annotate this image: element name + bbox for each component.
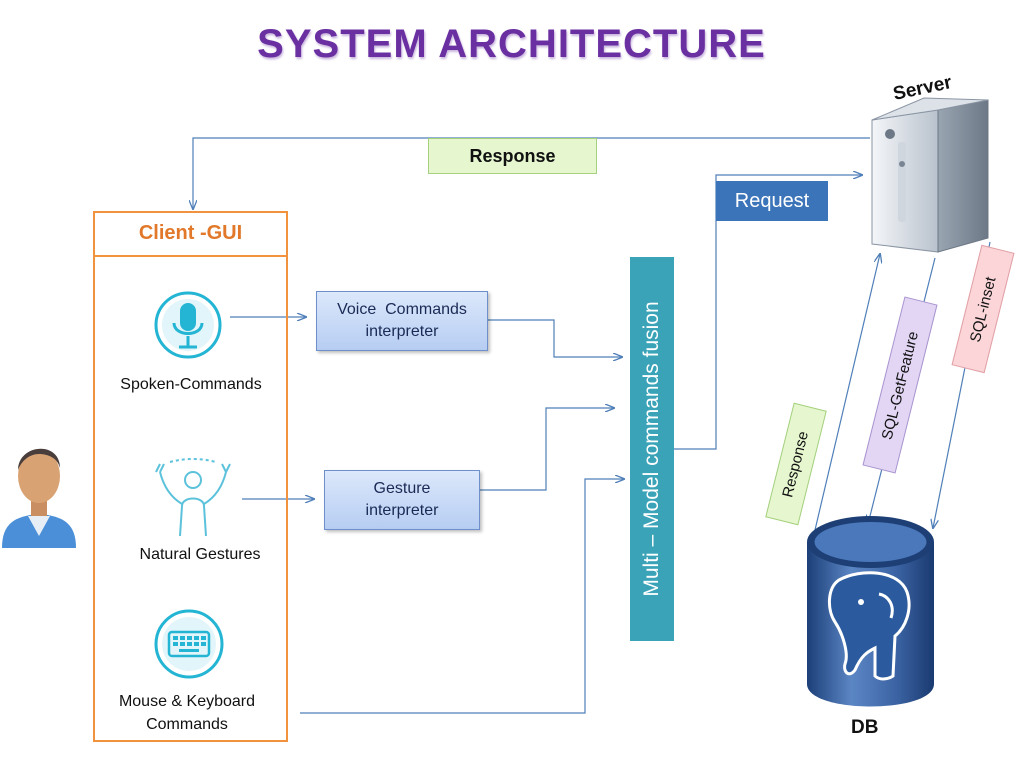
- voice-interpreter-line2: interpreter: [365, 323, 439, 340]
- natural-gestures-label: Natural Gestures: [139, 546, 261, 563]
- gesture-icon: [155, 458, 231, 537]
- client-gui-title: Client -GUI: [93, 211, 288, 257]
- microphone-icon: [154, 291, 222, 359]
- client-gui-panel: [93, 211, 288, 742]
- elephant-icon: [828, 571, 911, 681]
- mouse-keyboard-label-line1: Mouse & Keyboard: [118, 693, 256, 710]
- mouse-keyboard-label-line2: Commands: [146, 716, 228, 733]
- database-icon: [807, 516, 934, 707]
- keyboard-to-fusion-line: [300, 479, 624, 714]
- mouse-keyboard-label: Mouse & Keyboard Commands: [98, 690, 276, 736]
- fusion-label: Multi – Model commands fusion: [640, 301, 663, 597]
- response-top-label: Response: [428, 138, 597, 174]
- user-icon: [2, 448, 76, 548]
- spoken-commands-label: Spoken-Commands: [120, 376, 262, 393]
- request-label: Request: [716, 181, 828, 221]
- response-return-line: [193, 137, 870, 209]
- keyboard-icon: [154, 609, 224, 679]
- voice-commands-interpreter-box: Voice Commands interpreter: [316, 291, 488, 351]
- gesture-interpreter-line1: Gesture: [373, 480, 431, 497]
- gesture-interpreter-box: Gesture interpreter: [324, 470, 480, 530]
- gesture-interpreter-line2: interpreter: [365, 502, 439, 519]
- db-response-line: [814, 254, 880, 531]
- multimodal-fusion-bar: Multi – Model commands fusion: [630, 257, 674, 641]
- sql-inset-label: SQL-inset: [966, 274, 1000, 344]
- gesture-to-fusion-line: [479, 408, 614, 491]
- page-title: SYSTEM ARCHITECTURE: [257, 22, 766, 66]
- db-label: DB: [851, 717, 879, 738]
- voice-interpreter-line1: Voice Commands: [337, 301, 467, 318]
- voice-to-fusion-line: [487, 319, 622, 357]
- server-icon: [871, 97, 989, 253]
- fusion-to-server-line: [674, 175, 862, 450]
